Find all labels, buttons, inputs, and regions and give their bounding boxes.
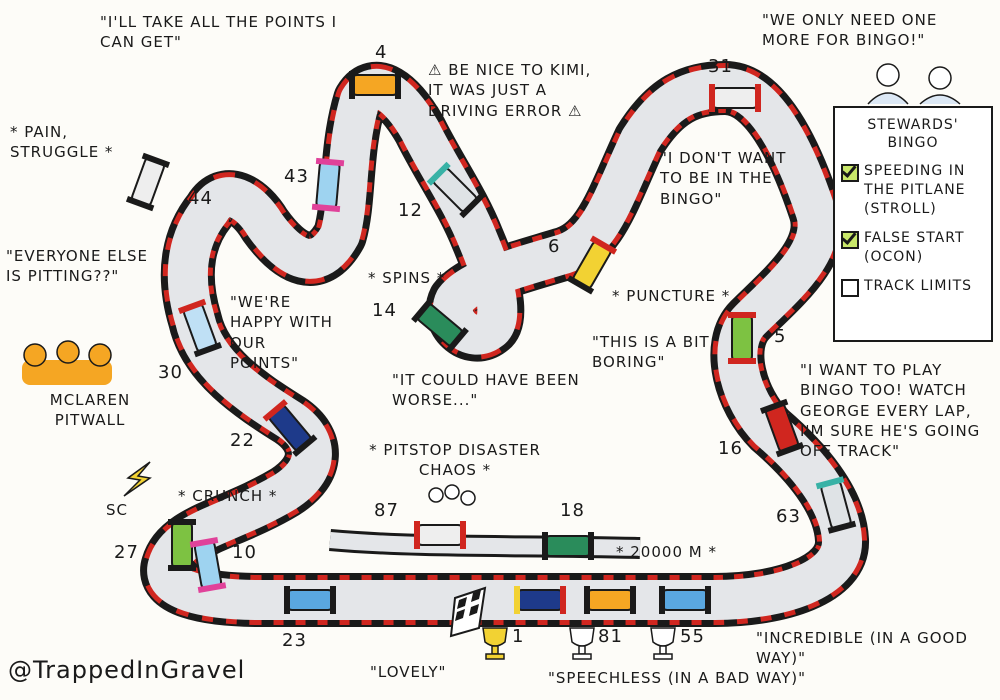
- label-sc: SC: [106, 501, 128, 519]
- quote-watch-george: "I want to play Bingo too! Watch George …: [800, 361, 981, 460]
- podium-position-2: 81: [598, 626, 623, 647]
- car-6: [566, 235, 618, 295]
- stewards-bingo-title: Stewards' Bingo: [867, 117, 959, 152]
- car-number-43: 43: [284, 166, 309, 187]
- quote-incredible: "Incredible (in a good way)": [756, 629, 968, 668]
- car-number-30: 30: [158, 362, 183, 383]
- quote-bingo-stewards: "We only need one more for Bingo!": [762, 11, 938, 50]
- car-23: [284, 586, 336, 614]
- bingo-item-label: Speeding in the pitlane (Stroll): [864, 163, 966, 218]
- car-27: [168, 519, 196, 571]
- label-mclaren-pitwall: McLaren pitwall: [49, 391, 131, 430]
- pitwall-people-icon: [22, 340, 112, 385]
- safety-car-lightning-icon: [123, 461, 152, 497]
- podium-position-3: 55: [680, 626, 705, 647]
- label-20000m: * 20000 M *: [616, 543, 717, 561]
- car-number-16: 16: [718, 438, 743, 459]
- quote-everyone-pitting: "Everyone else is pitting??": [6, 247, 149, 286]
- car-number-18: 18: [560, 500, 585, 521]
- car-5: [728, 312, 756, 364]
- car-16: [759, 398, 805, 458]
- car-number-12: 12: [398, 200, 423, 221]
- car-63: [815, 476, 857, 534]
- car-30: [177, 298, 223, 358]
- quote-pain: * Pain, struggle *: [10, 123, 114, 162]
- quote-speechless: "Speechless (in a bad way)": [548, 669, 807, 687]
- car-1: [514, 586, 566, 614]
- car-number-31: 31: [708, 56, 733, 77]
- bingo-item-speeding: Speeding in the pitlane (Stroll): [841, 162, 985, 219]
- car-18: [542, 532, 594, 560]
- car-44: [125, 152, 171, 212]
- bingo-item-false-start: False start (Ocon): [841, 229, 985, 267]
- car-number-23: 23: [282, 630, 307, 651]
- trophy-bronze-icon: [650, 627, 676, 660]
- car-number-44: 44: [188, 188, 213, 209]
- quote-not-in-bingo: "I don't want to be in the bingo": [660, 149, 787, 208]
- label-pitstop-chaos: * Pitstop disaster chaos *: [369, 441, 541, 480]
- quote-lovely: "Lovely": [370, 663, 447, 681]
- podium-position-1: 1: [512, 626, 525, 647]
- car-number-87: 87: [374, 500, 399, 521]
- car-number-63: 63: [776, 506, 801, 527]
- car-55: [659, 586, 711, 614]
- quote-happy-points: "We're happy with our points": [230, 293, 333, 372]
- car-31: [709, 84, 761, 112]
- quote-points: "I'll take all the points I can get": [100, 13, 338, 52]
- checkbox-checked-icon: [841, 231, 859, 250]
- label-spins: * Spins *: [368, 269, 446, 287]
- chequered-flag-icon: [449, 586, 487, 638]
- artist-signature: @TrappedInGravel: [8, 656, 246, 684]
- car-81: [584, 586, 636, 614]
- car-4: [349, 71, 401, 99]
- car-22: [262, 399, 318, 457]
- car-number-27: 27: [114, 542, 139, 563]
- pit-crew-faces-icon: [428, 484, 476, 506]
- car-number-5: 5: [774, 326, 787, 347]
- trophy-silver-icon: [569, 627, 595, 660]
- car-10: [189, 536, 227, 594]
- bingo-item-label: Track limits: [864, 277, 973, 294]
- checkbox-checked-icon: [841, 164, 859, 183]
- car-number-4: 4: [375, 42, 388, 63]
- stewards-people-icon: [867, 63, 961, 105]
- quote-boring: "This is a bit boring": [592, 333, 710, 372]
- car-number-22: 22: [230, 430, 255, 451]
- bingo-item-label: False start (Ocon): [864, 230, 965, 265]
- quote-kimi: ⚠ Be nice to Kimi, it was just a driving…: [428, 61, 592, 120]
- car-number-14: 14: [372, 300, 397, 321]
- car-87: [414, 521, 466, 549]
- pit-lane: [329, 532, 641, 556]
- quote-could-be-worse: "It could have been worse...": [392, 371, 580, 410]
- label-crunch: * Crunch *: [178, 487, 278, 505]
- car-14: [411, 297, 469, 353]
- car-number-6: 6: [548, 236, 561, 257]
- checkbox-empty-icon: [841, 278, 859, 297]
- car-number-10: 10: [232, 542, 257, 563]
- car-12: [426, 161, 484, 219]
- stewards-bingo-card: Stewards' Bingo Speeding in the pitlane …: [833, 106, 993, 342]
- car-43: [311, 157, 345, 213]
- label-puncture: * Puncture *: [612, 287, 731, 305]
- trophy-gold-icon: [482, 627, 508, 660]
- bingo-item-track-limits: Track limits: [841, 277, 985, 297]
